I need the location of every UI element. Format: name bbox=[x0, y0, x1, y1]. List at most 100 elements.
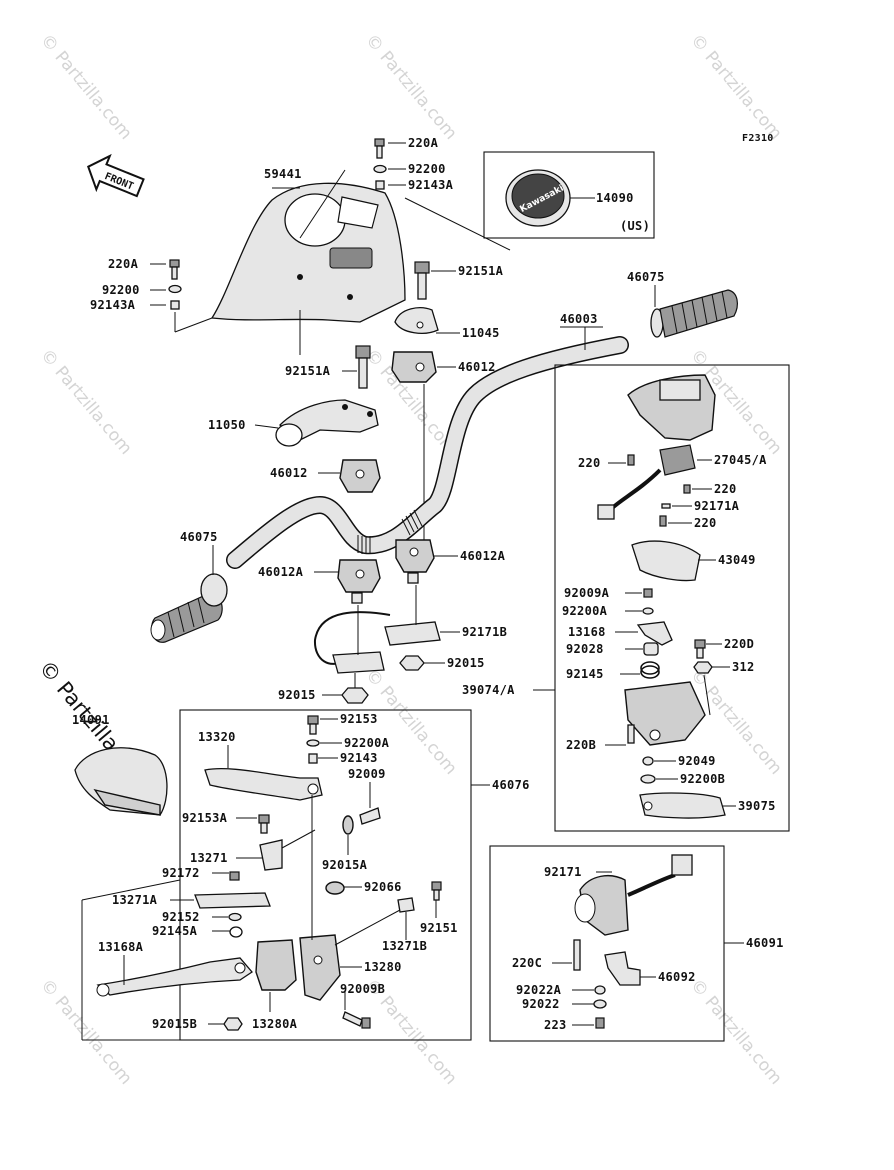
label-13271A: 13271A bbox=[112, 893, 158, 907]
label-59441: 59441 bbox=[264, 167, 302, 181]
lever-13168 bbox=[636, 621, 673, 646]
label-92172: 92172 bbox=[162, 866, 200, 880]
label-92200A-lever: 92200A bbox=[344, 736, 390, 750]
label-92151A-top: 92151A bbox=[458, 264, 504, 278]
label-312: 312 bbox=[732, 660, 755, 674]
watermark: © Partzilla.com bbox=[686, 975, 786, 1088]
label-92143A-left: 92143A bbox=[90, 298, 136, 312]
label-92200A-right: 92200A bbox=[562, 604, 608, 618]
label-13320: 13320 bbox=[198, 730, 236, 744]
label-43049: 43049 bbox=[718, 553, 756, 567]
holder-46012-top bbox=[391, 351, 437, 383]
watermark: © Partzilla.com bbox=[361, 30, 461, 143]
label-92049: 92049 bbox=[678, 754, 716, 768]
label-39075: 39075 bbox=[738, 799, 776, 813]
label-92151: 92151 bbox=[420, 921, 458, 935]
holder-46012A-right bbox=[395, 539, 435, 584]
label-92028: 92028 bbox=[566, 642, 604, 656]
switch-46091 bbox=[574, 854, 693, 936]
bracket-11050 bbox=[275, 399, 379, 447]
label-92145A: 92145A bbox=[152, 924, 198, 938]
cover-43049 bbox=[631, 540, 701, 582]
front-arrow-icon: FRONT bbox=[87, 153, 145, 198]
label-46091: 46091 bbox=[746, 936, 784, 950]
label-92015-a: 92015 bbox=[447, 656, 485, 670]
lever-39075 bbox=[639, 792, 726, 819]
cover-14091 bbox=[74, 747, 168, 816]
clamp-lower bbox=[332, 651, 385, 674]
label-220D: 220D bbox=[724, 637, 754, 651]
label-92022A: 92022A bbox=[516, 983, 562, 997]
label-92171A: 92171A bbox=[694, 499, 740, 513]
label-27045: 27045/A bbox=[714, 453, 767, 467]
housing-13280 bbox=[299, 934, 341, 1001]
label-13280: 13280 bbox=[364, 960, 402, 974]
label-11045: 11045 bbox=[462, 326, 500, 340]
nut-92015-b bbox=[341, 687, 369, 704]
watermark: © Partzilla.com bbox=[36, 345, 136, 458]
label-92171: 92171 bbox=[544, 865, 582, 879]
label-46003: 46003 bbox=[560, 312, 598, 326]
label-13271: 13271 bbox=[190, 851, 228, 865]
label-92153A: 92153A bbox=[182, 811, 228, 825]
bracket-13271 bbox=[259, 839, 283, 871]
label-92143: 92143 bbox=[340, 751, 378, 765]
label-220A-top: 220A bbox=[408, 136, 439, 150]
grip-46075-right bbox=[650, 289, 738, 338]
label-39074: 39074/A bbox=[462, 683, 515, 697]
label-14091: 14091 bbox=[72, 713, 110, 727]
label-92200B: 92200B bbox=[680, 772, 725, 786]
label-220B: 220B bbox=[566, 738, 596, 752]
badge-14090: Kawasaki bbox=[505, 169, 571, 227]
bracket-11045 bbox=[394, 307, 439, 334]
label-46012-top: 46012 bbox=[458, 360, 496, 374]
label-220C: 220C bbox=[512, 956, 542, 970]
bracket-13271B bbox=[397, 897, 415, 913]
label-46012A-right: 46012A bbox=[460, 549, 506, 563]
label-220-b: 220 bbox=[714, 482, 737, 496]
label-46012-mid: 46012 bbox=[270, 466, 308, 480]
label-92171B: 92171B bbox=[462, 625, 507, 639]
label-11050: 11050 bbox=[208, 418, 246, 432]
spring-92145 bbox=[640, 661, 660, 679]
label-92009B: 92009B bbox=[340, 982, 385, 996]
holder-46012A-left bbox=[337, 559, 381, 604]
label-92200-top: 92200 bbox=[408, 162, 446, 176]
bolt-220D bbox=[694, 639, 706, 659]
watermark: © Partzilla.com bbox=[686, 30, 786, 143]
label-13280A: 13280A bbox=[252, 1017, 298, 1031]
label-92143A-top: 92143A bbox=[408, 178, 454, 192]
switch-27045 bbox=[659, 444, 696, 476]
label-92015A: 92015A bbox=[322, 858, 368, 872]
label-92066: 92066 bbox=[364, 880, 402, 894]
lever-13320 bbox=[204, 767, 323, 801]
label-220-c: 220 bbox=[694, 516, 717, 530]
holder-13280A bbox=[255, 939, 297, 991]
region-note: (US) bbox=[620, 219, 650, 233]
watermark: © Partzilla.com bbox=[36, 30, 136, 143]
label-220A-left: 220A bbox=[108, 257, 139, 271]
label-46012A-left: 46012A bbox=[258, 565, 304, 579]
label-46075-right: 46075 bbox=[627, 270, 665, 284]
lever-13168A bbox=[96, 957, 253, 997]
figure-code: F2310 bbox=[742, 133, 774, 144]
meter-cover-59441 bbox=[210, 182, 406, 323]
label-92152: 92152 bbox=[162, 910, 200, 924]
screw-92009 bbox=[342, 807, 381, 835]
fasteners-top bbox=[168, 138, 387, 310]
label-92022: 92022 bbox=[522, 997, 560, 1011]
label-92151A-mid: 92151A bbox=[285, 364, 331, 378]
housing-39074 bbox=[624, 681, 706, 746]
holder-46012-mid bbox=[339, 459, 381, 493]
label-92200-left: 92200 bbox=[102, 283, 140, 297]
grip-46075-left bbox=[150, 573, 228, 643]
plate-13271A bbox=[194, 892, 271, 909]
label-92009A: 92009A bbox=[564, 586, 610, 600]
bolt-92151A-top bbox=[414, 261, 430, 300]
bolt-92009B bbox=[342, 1011, 371, 1029]
housing-top-right bbox=[627, 374, 716, 441]
part-labels: 220A 92200 92143A 14090 (US) 59441 220A … bbox=[72, 136, 784, 1032]
handlebar-46003 bbox=[226, 336, 629, 569]
label-223: 223 bbox=[544, 1018, 567, 1032]
